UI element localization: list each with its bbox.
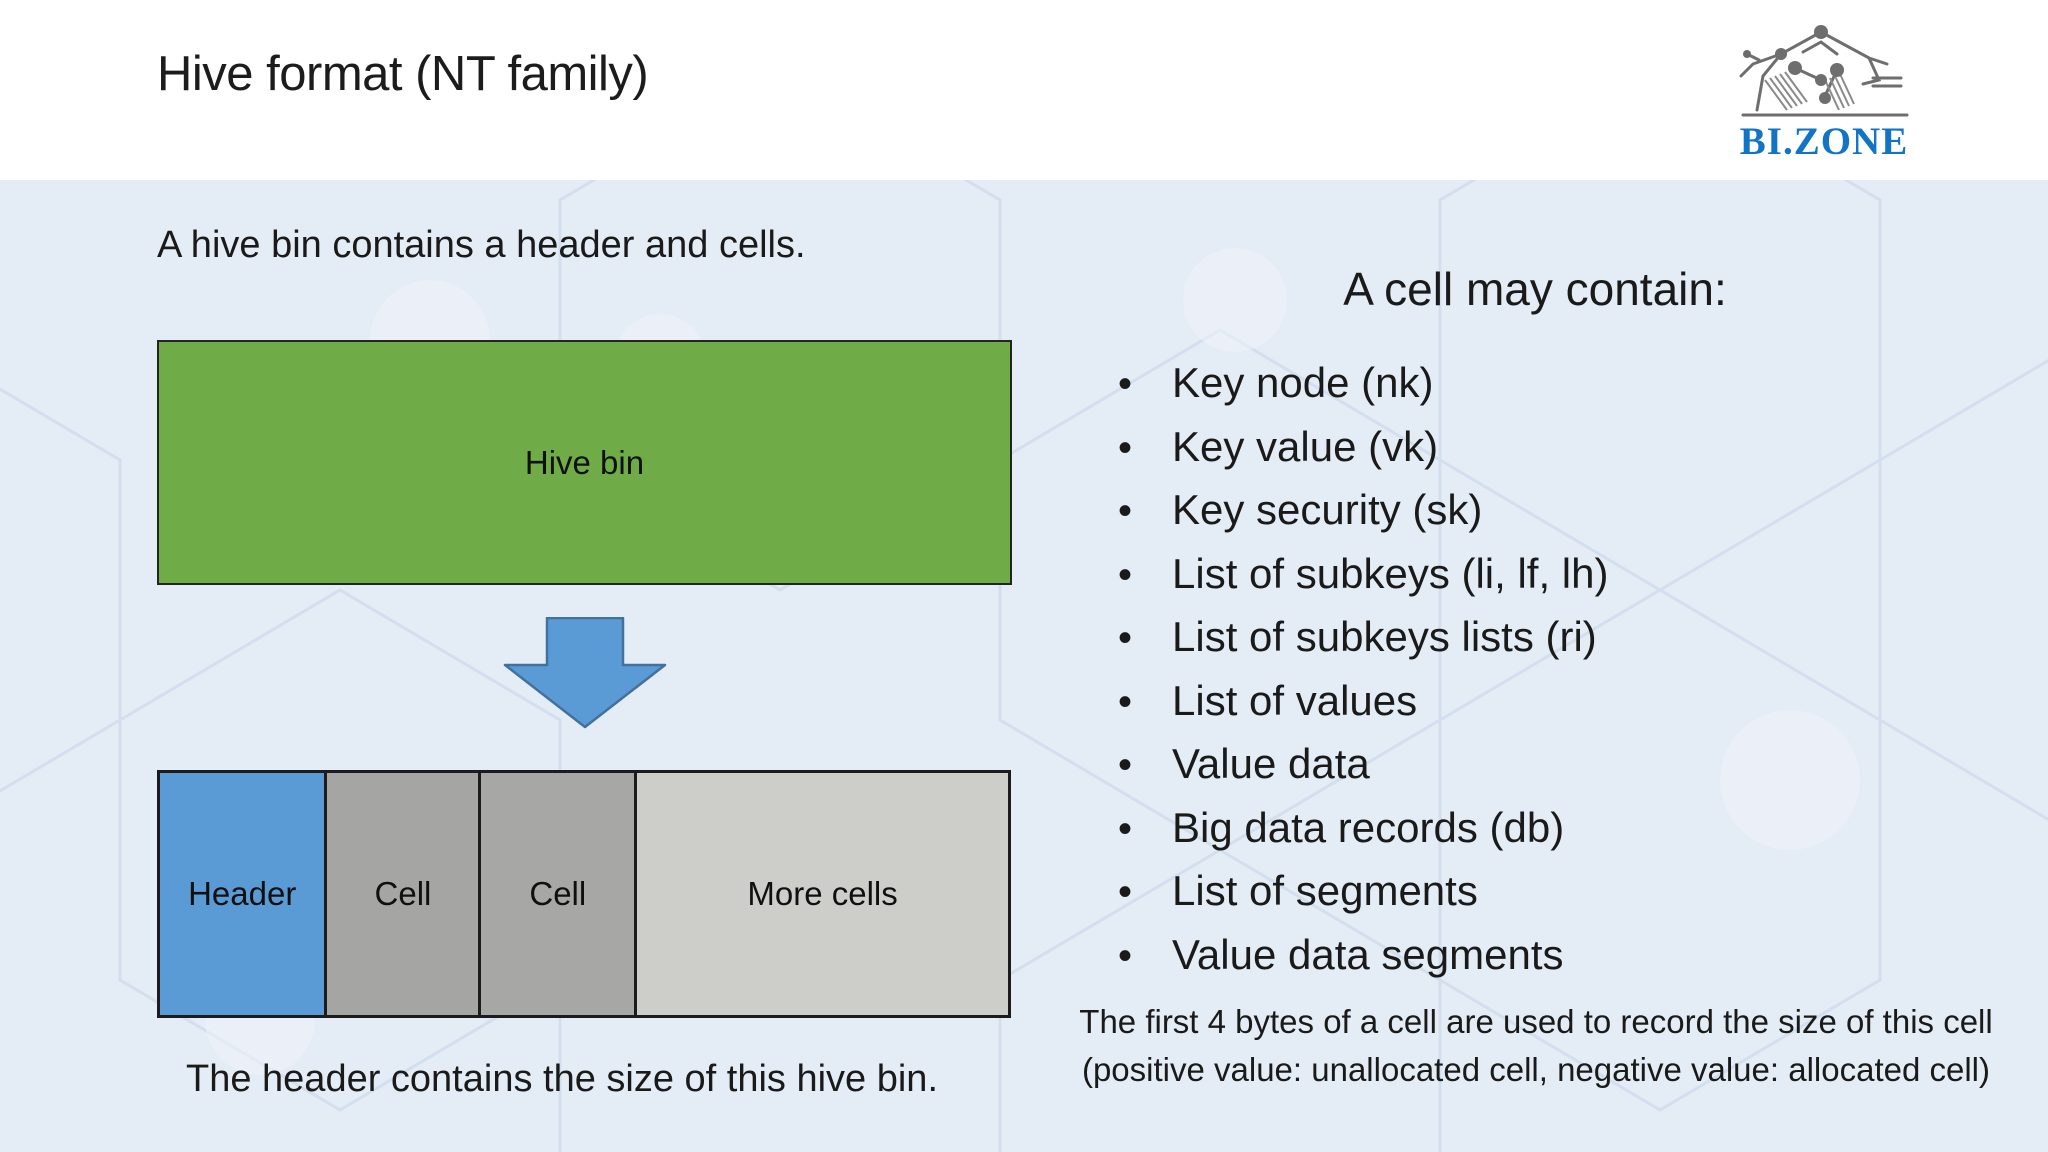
list-item: Value data segments [1118,924,1608,988]
bizone-wordmark: BI.ZONE [1739,120,1909,163]
segment-cell-2: Cell [478,773,635,1015]
segment-cell-2-label: Cell [529,875,587,912]
segment-cell-1: Cell [324,773,479,1015]
segment-cell-1-label: Cell [374,875,432,912]
list-item: List of values [1118,670,1608,734]
hive-bin-box: Hive bin [157,340,1012,585]
list-item: List of segments [1118,860,1608,924]
segment-header: Header [160,773,325,1015]
list-item: Key value (vk) [1118,416,1608,480]
cell-contents-heading: A cell may contain: [1343,263,1727,315]
list-item: Value data [1118,733,1608,797]
segment-more-cells-label: More cells [747,875,898,912]
intro-text: A hive bin contains a header and cells. [157,224,806,266]
down-arrow-icon [503,617,667,729]
title-bar [0,0,2048,180]
segment-more-cells: More cells [634,773,1008,1015]
hive-bin-structure: Header Cell Cell More cells [157,770,1011,1018]
footnote-line-1: The first 4 bytes of a cell are used to … [1079,1003,1993,1040]
hive-bin-label: Hive bin [524,443,645,481]
list-item: Key security (sk) [1118,479,1608,543]
header-size-caption: The header contains the size of this hiv… [186,1058,939,1100]
cell-contents-list: Key node (nk) Key value (vk) Key securit… [1118,352,1608,987]
segment-header-label: Header [188,875,297,912]
page-title: Hive format (NT family) [157,47,649,101]
bizone-logo: BI.ZONE [1726,18,1922,166]
list-item: List of subkeys (li, lf, lh) [1118,543,1608,607]
list-item: List of subkeys lists (ri) [1118,606,1608,670]
bizone-bison-icon [1739,25,1909,117]
list-item: Key node (nk) [1118,352,1608,416]
cell-size-footnote: The first 4 bytes of a cell are used to … [1028,998,2044,1094]
list-item: Big data records (db) [1118,797,1608,861]
footnote-line-2: (positive value: unallocated cell, negat… [1081,1051,1991,1088]
